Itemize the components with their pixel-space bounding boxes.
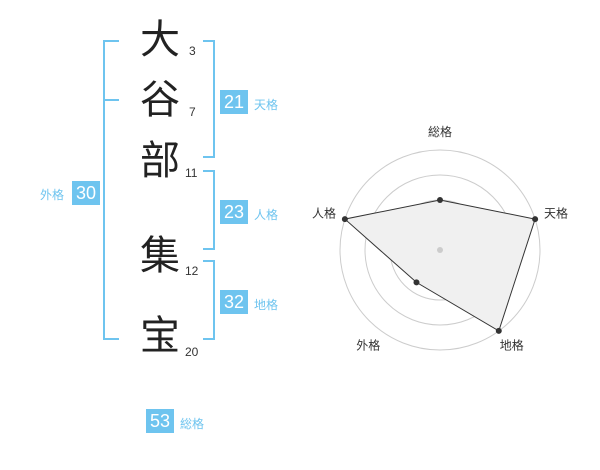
- tenkaku-bracket-top: [203, 40, 215, 42]
- chikaku-bracket-bottom: [203, 338, 215, 340]
- stroke-count-5: 20: [185, 345, 199, 359]
- radar-point-4: [341, 216, 348, 223]
- gaikaku-bracket-bottom: [103, 338, 119, 340]
- radar-point-0: [437, 197, 443, 203]
- soukaku-label: 総格: [180, 417, 205, 431]
- jinkaku-label: 人格: [254, 208, 279, 222]
- radar-axis-label-2: 地格: [500, 337, 524, 352]
- tenkaku-bracket: [213, 40, 215, 158]
- tenkaku-label: 天格: [254, 98, 279, 112]
- stroke-count-3: 11: [185, 166, 198, 180]
- jinkaku-bracket-top: [203, 170, 215, 172]
- gaikaku-score: 30: [72, 181, 100, 205]
- soukaku-score: 53: [146, 409, 174, 433]
- kanji-char-2: 谷: [140, 77, 180, 123]
- radar-point-3: [413, 279, 420, 286]
- gaikaku-bracket-mid: [103, 99, 119, 101]
- radar-point-1: [532, 216, 539, 223]
- radar-polygon: [343, 199, 536, 332]
- jinkaku-bracket-bottom: [203, 248, 215, 250]
- radar-ring-4: [339, 149, 541, 351]
- stroke-count-2: 7: [189, 105, 196, 119]
- radar-axis-label-1: 天格: [544, 206, 568, 221]
- gaikaku-label: 外格: [40, 188, 65, 202]
- kanji-char-4: 集: [140, 233, 180, 279]
- tenkaku-score: 21: [220, 90, 248, 114]
- radar-points: [341, 197, 539, 334]
- kanji-char-5: 宝: [140, 313, 180, 359]
- chikaku-label: 地格: [254, 298, 279, 312]
- jinkaku-score: 23: [220, 200, 248, 224]
- chikaku-score: 32: [220, 290, 248, 314]
- kanji-char-3: 部: [140, 138, 180, 184]
- chikaku-bracket-top: [203, 260, 215, 262]
- stroke-count-1: 3: [189, 44, 196, 58]
- radar-center-dot: [437, 247, 443, 253]
- stroke-count-4: 12: [185, 264, 199, 278]
- name-character-column: 大 3 谷 7 部 11 集 12 宝 20 外格 30 21 天格 23 人格…: [40, 17, 279, 433]
- chikaku-bracket: [213, 260, 215, 340]
- radar-axis-label-0: 総格: [428, 124, 452, 139]
- tenkaku-bracket-bottom: [203, 156, 215, 158]
- radar-axis-label-3: 外格: [356, 337, 380, 352]
- radar-axis-label-4: 人格: [312, 206, 336, 221]
- gaikaku-bracket-top: [103, 40, 119, 42]
- gaikaku-bracket: [103, 40, 105, 340]
- jinkaku-bracket: [213, 170, 215, 250]
- radar-point-2: [495, 327, 502, 334]
- kanji-char-1: 大: [140, 17, 180, 63]
